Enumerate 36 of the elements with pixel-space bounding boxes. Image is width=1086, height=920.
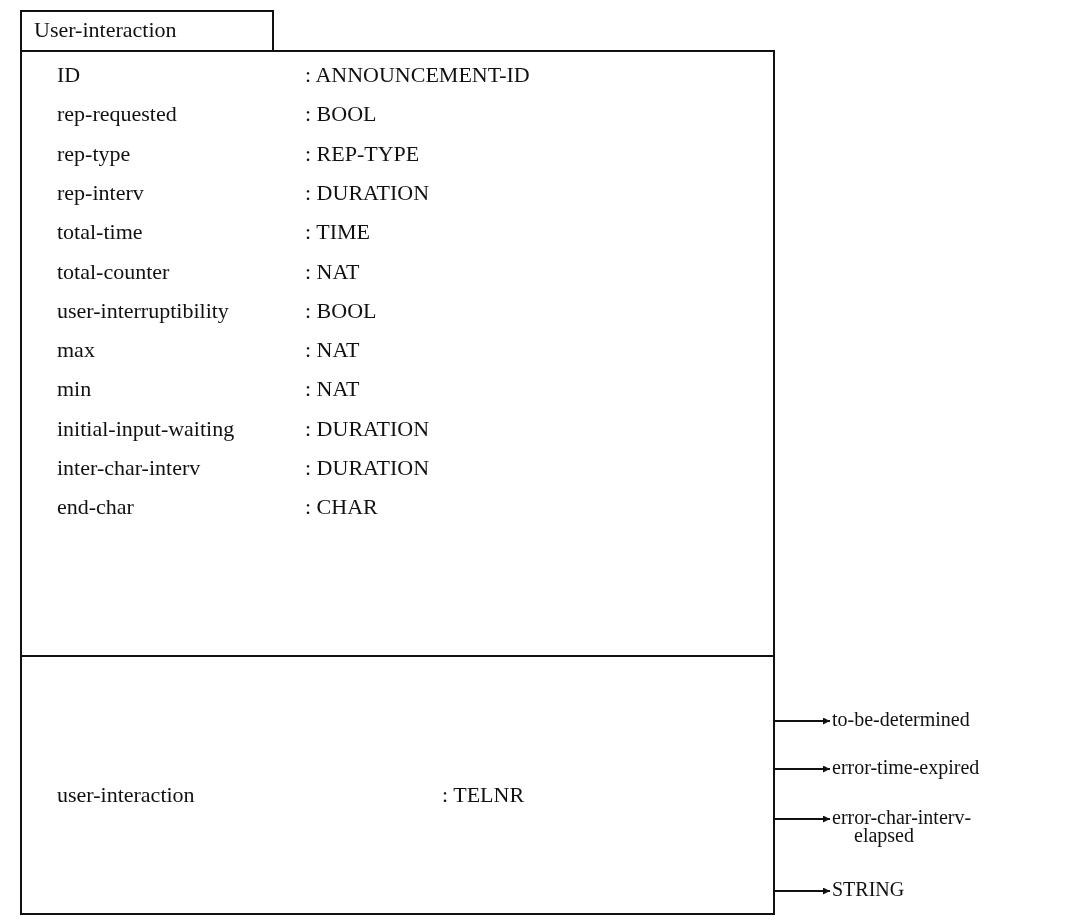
- attribute-type: : CHAR: [305, 494, 378, 521]
- attribute-type: : REP-TYPE: [305, 140, 420, 167]
- attribute-name: rep-interv: [57, 179, 144, 206]
- attribute-compartment: [20, 50, 775, 657]
- class-box: [20, 10, 775, 915]
- output-name: STRING: [832, 880, 906, 898]
- attribute-name: max: [57, 337, 95, 364]
- attribute-type: : NAT: [305, 258, 360, 285]
- attribute-type: : NAT: [305, 337, 360, 364]
- operation-compartment: [20, 655, 775, 915]
- operation-name: user-interaction: [57, 782, 195, 808]
- class-name: User-interaction: [34, 17, 177, 43]
- attribute-type: : DURATION: [305, 179, 430, 206]
- attribute-type: : TIME: [305, 219, 370, 246]
- arrow: [774, 887, 831, 895]
- attribute-name: rep-type: [57, 140, 131, 167]
- attribute-name: total-counter: [57, 258, 170, 285]
- attribute-type: : NAT: [305, 376, 360, 403]
- arrow: [774, 765, 831, 773]
- attribute-name: user-interruptibility: [57, 297, 229, 324]
- attribute-name: rep-requested: [57, 101, 177, 128]
- attribute-name: ID: [57, 62, 81, 88]
- attribute-type: : ANNOUNCEMENT-ID: [305, 62, 530, 88]
- attribute-name: end-char: [57, 494, 134, 521]
- attribute-name: min: [57, 376, 92, 403]
- attribute-name: inter-char-interv: [57, 455, 201, 481]
- operation-type: : TELNR: [442, 782, 525, 808]
- attribute-type: : DURATION: [305, 455, 430, 481]
- attribute-type: : DURATION: [305, 415, 430, 442]
- attribute-name: total-time: [57, 219, 143, 246]
- attribute-type: : BOOL: [305, 297, 377, 324]
- output-name: to-be-determined: [832, 710, 971, 728]
- arrow: [774, 815, 831, 823]
- arrow: [774, 717, 831, 725]
- attribute-type: : BOOL: [305, 101, 377, 128]
- attribute-name: initial-input-waiting: [57, 415, 235, 442]
